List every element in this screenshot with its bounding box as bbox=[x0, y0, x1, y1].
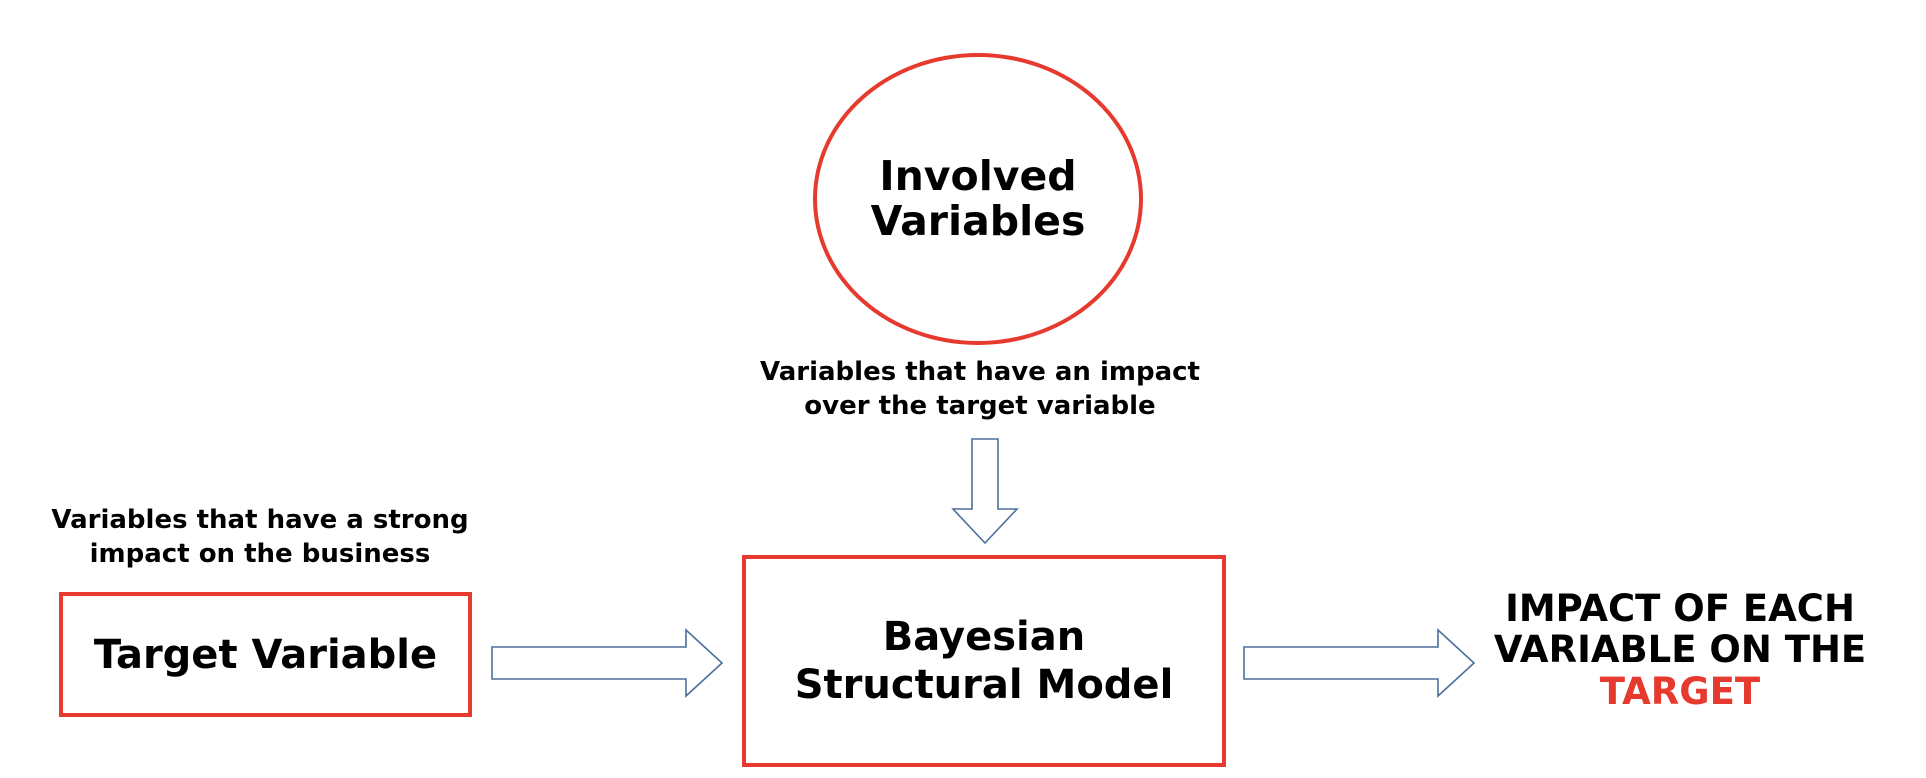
model-label: Bayesian Structural Model bbox=[774, 613, 1194, 709]
target-caption-line-1: Variables that have a strong bbox=[51, 505, 469, 535]
right-arrow-icon bbox=[491, 628, 724, 698]
target-variable-node: Target Variable bbox=[59, 592, 472, 717]
target-variable-label: Target Variable bbox=[93, 631, 438, 678]
result-line-1: IMPACT OF EACH bbox=[1505, 587, 1855, 630]
involved-variables-node: Involved Variables bbox=[813, 53, 1143, 345]
target-caption-line-2: impact on the business bbox=[89, 538, 431, 569]
involved-caption-line-2: over the target variable bbox=[804, 390, 1156, 421]
model-label-line-2: Structural Model bbox=[794, 662, 1174, 708]
involved-variables-label: Involved Variables bbox=[870, 151, 1086, 245]
impact-result-text: IMPACT OF EACH VARIABLE ON THE TARGET bbox=[1490, 587, 1870, 713]
down-arrow-icon bbox=[951, 438, 1019, 545]
target-variable-caption: Variables that have a strong impact on t… bbox=[30, 504, 490, 572]
involved-caption-line-1: Variables that have an impact bbox=[760, 357, 1200, 387]
bayesian-structural-model-node: Bayesian Structural Model bbox=[742, 555, 1226, 767]
model-label-line-1: Bayesian bbox=[882, 614, 1086, 660]
right-arrow-icon bbox=[1243, 628, 1476, 698]
result-line-2: VARIABLE ON THE bbox=[1493, 628, 1867, 672]
involved-variables-caption: Variables that have an impact over the t… bbox=[720, 356, 1240, 424]
result-accent-target: TARGET bbox=[1599, 669, 1761, 713]
